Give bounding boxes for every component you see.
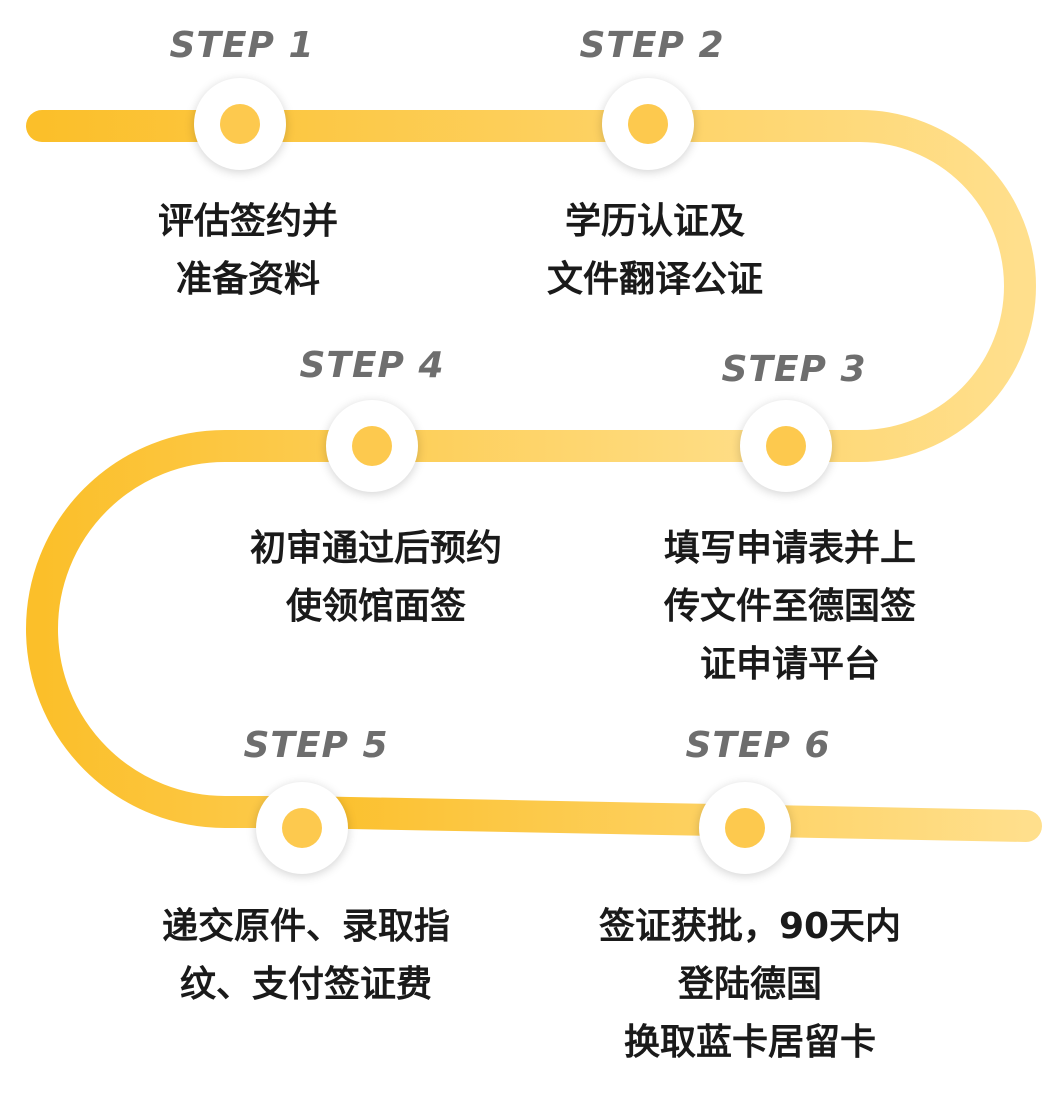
track-segment-middle — [26, 430, 828, 828]
step-2-dot — [628, 104, 668, 144]
step-6-label: STEP 6 — [685, 725, 831, 766]
step-5-line-1: 递交原件、录取指 — [161, 906, 450, 947]
step-6-line-2: 登陆德国 — [677, 964, 822, 1005]
step-3-dot — [766, 426, 806, 466]
step-5-label: STEP 5 — [243, 725, 389, 766]
step-3-node — [740, 400, 832, 492]
step-4-line-2: 使领馆面签 — [285, 586, 466, 627]
step-5-description: 递交原件、录取指 纹、支付签证费 — [136, 898, 476, 1014]
step-2-label: STEP 2 — [579, 25, 725, 66]
step-6-node — [699, 782, 791, 874]
step-4-label: STEP 4 — [299, 345, 445, 386]
step-3-description: 填写申请表并上 传文件至德国签 证申请平台 — [620, 520, 960, 694]
step-1-dot — [220, 104, 260, 144]
track-segment-bottom — [284, 796, 1042, 842]
step-1-description: 评估签约并 准备资料 — [78, 193, 418, 309]
step-1-line-2: 准备资料 — [175, 259, 320, 300]
step-6-line-1: 签证获批，90天内 — [598, 906, 902, 947]
step-1-node — [194, 78, 286, 170]
step-3-label: STEP 3 — [721, 349, 867, 390]
step-3-line-1: 填写申请表并上 — [663, 528, 916, 569]
step-2-line-2: 文件翻译公证 — [546, 259, 763, 300]
step-4-description: 初审通过后预约 使领馆面签 — [206, 520, 546, 636]
step-5-node — [256, 782, 348, 874]
step-3-line-3: 证申请平台 — [699, 644, 880, 685]
step-4-line-1: 初审通过后预约 — [249, 528, 502, 569]
step-2-description: 学历认证及 文件翻译公证 — [485, 193, 825, 309]
step-1-line-1: 评估签约并 — [157, 201, 338, 242]
step-5-line-2: 纹、支付签证费 — [179, 964, 432, 1005]
step-4-dot — [352, 426, 392, 466]
step-2-line-1: 学历认证及 — [564, 201, 745, 242]
step-1-label: STEP 1 — [169, 25, 315, 66]
step-2-node — [602, 78, 694, 170]
step-6-dot — [725, 808, 765, 848]
step-6-line-3: 换取蓝卡居留卡 — [623, 1022, 876, 1063]
step-3-line-2: 传文件至德国签 — [663, 586, 916, 627]
step-5-dot — [282, 808, 322, 848]
track-segment-top — [26, 110, 1036, 462]
step-4-node — [326, 400, 418, 492]
step-6-description: 签证获批，90天内 登陆德国 换取蓝卡居留卡 — [580, 898, 920, 1072]
